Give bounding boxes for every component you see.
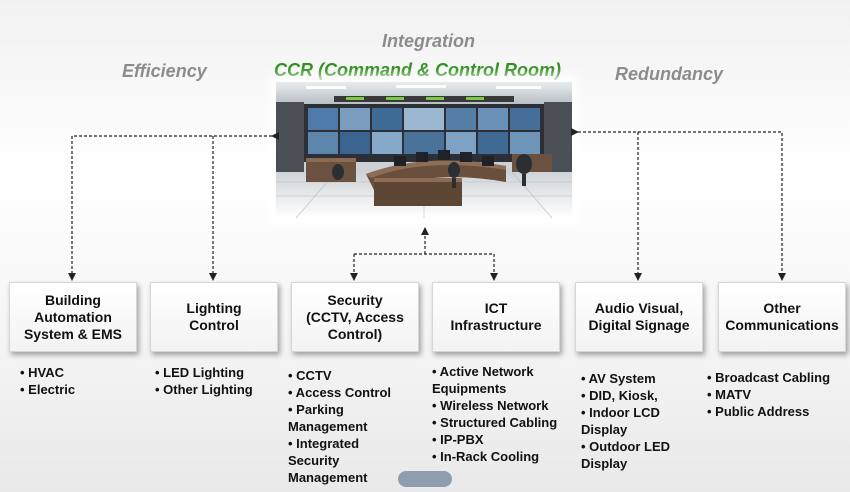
list-item: • Access Control: [288, 385, 392, 400]
list-item: • CCTV: [288, 368, 332, 383]
audio-visual-box: Audio Visual, Digital Signage: [575, 282, 703, 352]
list-item: • Parking Management: [288, 402, 368, 434]
lighting-control-box: Lighting Control: [150, 282, 278, 352]
connector-right: [571, 128, 786, 281]
list-item: • LED Lighting: [155, 365, 245, 380]
building-automation-box: Building Automation System & EMS: [9, 282, 137, 352]
list-item: • DID, Kiosk,: [581, 388, 658, 403]
ict-infrastructure-label: ICT Infrastructure: [450, 300, 542, 333]
audio-visual-list: • AV System • DID, Kiosk, • Indoor LCD D…: [581, 370, 670, 472]
redundancy-label: Redundancy: [615, 64, 724, 84]
list-item: • HVAC: [20, 365, 65, 380]
lighting-control-list: • LED Lighting • Other Lighting: [155, 364, 253, 398]
list-item: • Active Network Equipments: [432, 364, 534, 396]
list-item: • In-Rack Cooling: [432, 449, 540, 464]
list-item: • AV System: [581, 371, 656, 386]
ict-infrastructure-box: ICT Infrastructure: [432, 282, 560, 352]
list-item: • Outdoor LED Display: [581, 439, 671, 471]
lighting-control-label: Lighting Control: [186, 300, 242, 333]
security-box: Security (CCTV, Access Control): [291, 282, 419, 352]
building-automation-list: • HVAC • Electric: [20, 364, 75, 398]
ccr-title: CCR (Command & Control Room): [274, 60, 561, 80]
efficiency-label: Efficiency: [122, 61, 207, 81]
list-item: • Integrated Security Management: [288, 436, 368, 485]
list-item: • IP-PBX: [432, 432, 484, 447]
list-item: • Indoor LCD Display: [581, 405, 660, 437]
integration-label: Integration: [382, 31, 475, 51]
ict-infrastructure-list: • Active Network Equipments • Wireless N…: [432, 363, 557, 465]
list-item: • Other Lighting: [155, 382, 253, 397]
other-communications-label: Other Communications: [725, 300, 839, 333]
connector-left: [68, 132, 279, 281]
audio-visual-label: Audio Visual, Digital Signage: [588, 300, 690, 333]
security-list: • CCTV • Access Control • Parking Manage…: [288, 367, 391, 486]
list-item: • Structured Cabling: [432, 415, 558, 430]
list-item: • Electric: [20, 382, 76, 397]
slide-nav-pill[interactable]: [398, 471, 452, 487]
list-item: • Public Address: [707, 404, 810, 419]
list-item: • Broadcast Cabling: [707, 370, 831, 385]
building-automation-label: Building Automation System & EMS: [23, 291, 123, 342]
security-label: Security (CCTV, Access Control): [306, 291, 404, 342]
list-item: • Wireless Network: [432, 398, 549, 413]
other-communications-box: Other Communications: [718, 282, 846, 352]
list-item: • MATV: [707, 387, 752, 402]
control-room-image: [276, 82, 572, 218]
other-communications-list: • Broadcast Cabling • MATV • Public Addr…: [707, 369, 830, 420]
